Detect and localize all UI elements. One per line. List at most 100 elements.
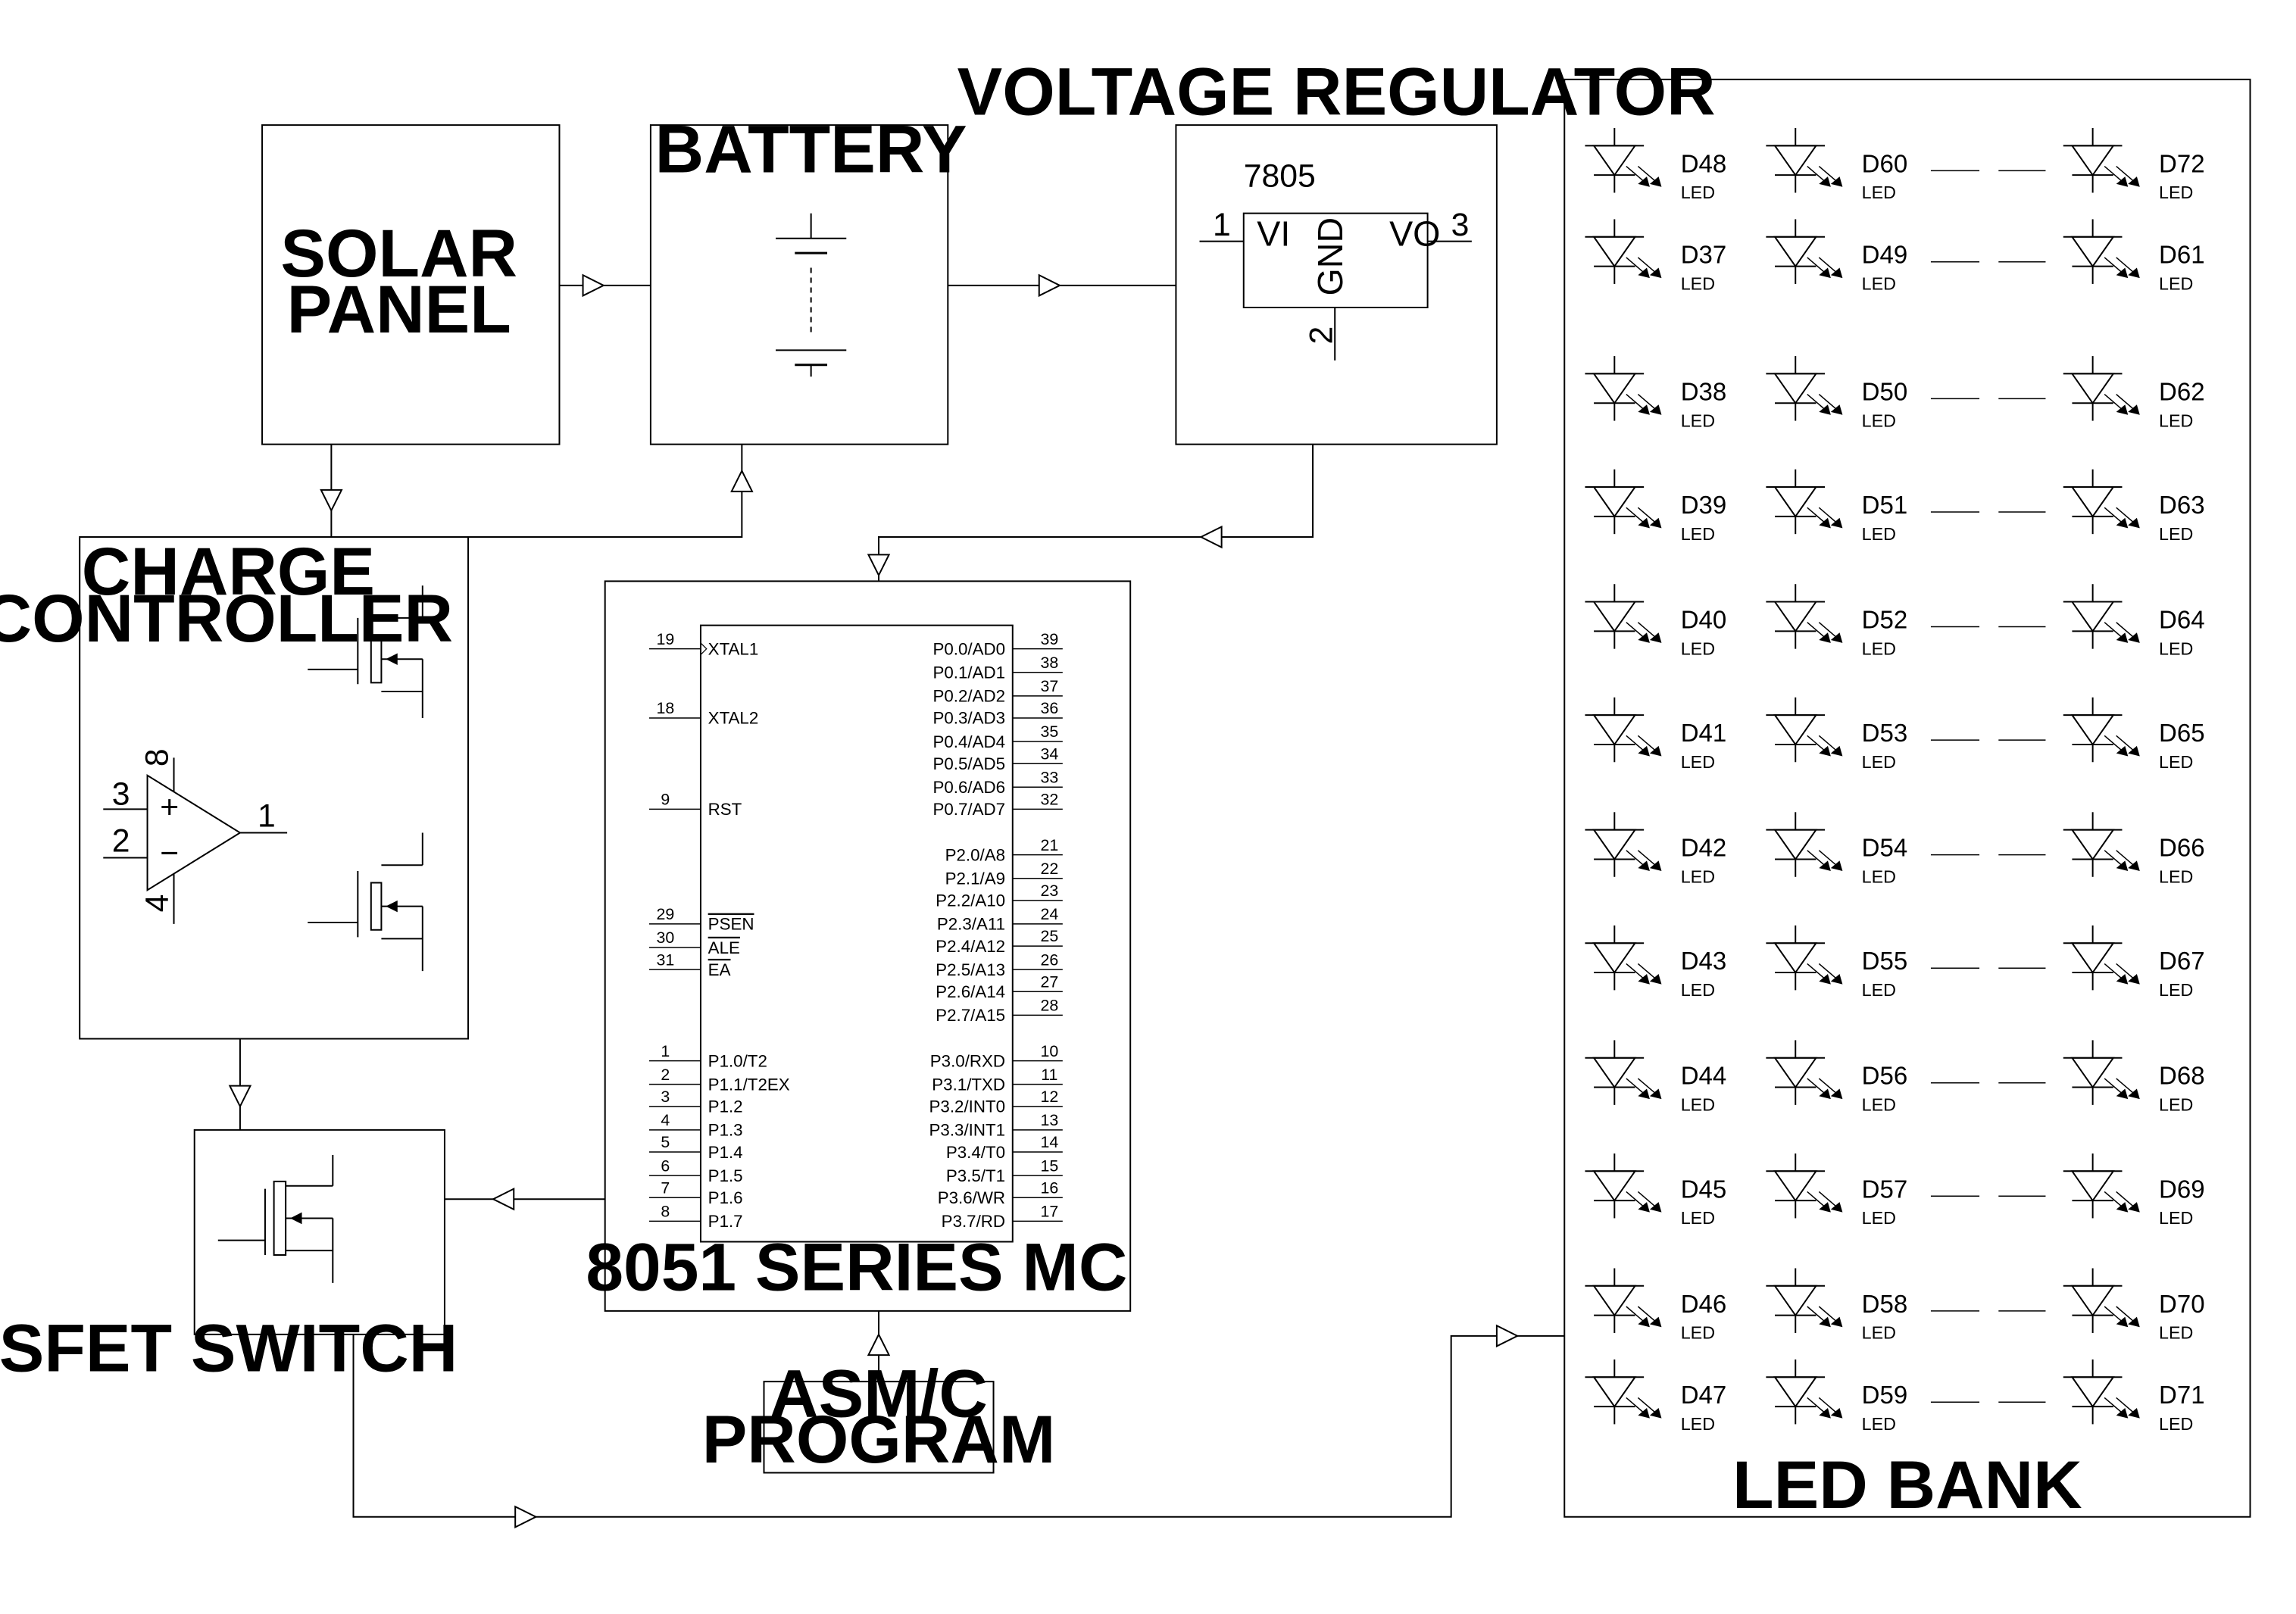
led-diode-icon (1585, 128, 1662, 192)
led-value: LED (2159, 638, 2193, 658)
mcu-pin-number: 10 (1040, 1042, 1058, 1060)
led-value: LED (1862, 867, 1896, 887)
arrow-switch-to-led-bottom (515, 1506, 536, 1527)
led-diode-icon (1585, 812, 1662, 876)
led-diode-icon (1585, 926, 1662, 990)
led-reference: D46 (1681, 1290, 1727, 1318)
led-diode-icon (2063, 470, 2140, 534)
led-reference: D71 (2159, 1381, 2205, 1409)
mcu-pin-name: P1.2 (708, 1097, 743, 1116)
arrow-solar-to-battery (583, 275, 604, 295)
mcu-pin-number: 18 (656, 699, 674, 717)
led-value: LED (1862, 638, 1896, 658)
led-value: LED (2159, 752, 2193, 772)
led-reference: D55 (1862, 947, 1908, 975)
mcu-pin-8: 8P1.7 (649, 1203, 743, 1231)
mcu-pin-name: P0.0/AD0 (932, 639, 1005, 658)
led-reference: D52 (1862, 605, 1908, 633)
mcu-pin-number: 34 (1040, 745, 1058, 763)
led-value: LED (1862, 274, 1896, 294)
led-reference: D41 (1681, 719, 1727, 747)
regulator-part-number: 7805 (1244, 158, 1316, 195)
mcu-pin-number: 36 (1040, 699, 1058, 717)
mcu-pin-name: P2.7/A15 (936, 1006, 1005, 1025)
mcu-pin-name: P1.4 (708, 1143, 743, 1162)
led-value: LED (2159, 1414, 2193, 1434)
led-value: LED (2159, 1323, 2193, 1343)
led-reference: D48 (1681, 149, 1727, 177)
led-reference: D61 (2159, 241, 2205, 269)
mcu-pin-name: P3.5/T1 (946, 1166, 1005, 1185)
regulator-vi-label: VI (1257, 214, 1290, 253)
led-value: LED (1681, 1095, 1715, 1115)
mcu-pin-number: 4 (661, 1111, 670, 1129)
mcu-pin-name: P1.6 (708, 1188, 743, 1207)
mcu-pin-number: 23 (1040, 882, 1058, 900)
mcu-pin-number: 3 (661, 1088, 670, 1106)
led-reference: D42 (1681, 834, 1727, 862)
mcu-pin-number: 16 (1040, 1179, 1058, 1197)
led-diode-icon (1766, 1154, 1843, 1218)
led-reference: D59 (1862, 1381, 1908, 1409)
mcu-pin-name: P0.1/AD1 (932, 663, 1005, 682)
led-diode-icon (1585, 1268, 1662, 1332)
mcu-pin-number: 32 (1040, 791, 1058, 809)
mcu-pin-2: 2P1.1/T2EX (649, 1066, 790, 1094)
mcu-pin-number: 25 (1040, 927, 1058, 945)
mcu-pin-number: 31 (656, 951, 674, 969)
led-reference: D39 (1681, 491, 1727, 519)
mcu-left-pins: 19XTAL118XTAL29RST29PSEN30ALE31EA1P1.0/T… (649, 630, 790, 1231)
led-diode-icon (2063, 1360, 2140, 1424)
mcu-pin-number: 39 (1040, 630, 1058, 648)
mcu-pin-number: 8 (661, 1203, 670, 1221)
mcu-pin-name: P2.5/A13 (936, 960, 1005, 979)
opamp-plus-sign: + (160, 789, 179, 826)
battery-block: BATTERY (651, 111, 967, 444)
arrow-solar-to-controller (321, 490, 342, 510)
led-value: LED (1862, 752, 1896, 772)
mcu-pin-number: 24 (1040, 905, 1058, 923)
mcu-pin-name: XTAL1 (708, 639, 759, 658)
led-reference: D54 (1862, 834, 1908, 862)
mcu-pin-number: 35 (1040, 723, 1058, 741)
led-reference: D40 (1681, 605, 1727, 633)
led-reference: D70 (2159, 1290, 2205, 1318)
led-diode-icon (2063, 1154, 2140, 1218)
led-value: LED (2159, 274, 2193, 294)
led-diode-icon (1766, 128, 1843, 192)
led-value: LED (2159, 980, 2193, 1000)
led-diode-icon (2063, 219, 2140, 283)
led-reference: D57 (1862, 1175, 1908, 1203)
led-diode-icon (1585, 1154, 1662, 1218)
regulator-pin-out-number: 3 (1451, 207, 1470, 243)
solar-panel-label-line1: SOLAR (280, 215, 517, 291)
led-diode-icon (2063, 698, 2140, 762)
mcu-pin-number: 33 (1040, 768, 1058, 786)
led-diode-icon (1585, 1040, 1662, 1104)
program-label-line2: PROGRAM (702, 1401, 1056, 1477)
program-block: ASM/C PROGRAM (702, 1356, 1056, 1477)
mcu-pin-name: XTAL2 (708, 709, 759, 728)
led-value: LED (1862, 183, 1896, 202)
led-diode-icon (1766, 1040, 1843, 1104)
mcu-pin-7: 7P1.6 (649, 1179, 743, 1207)
led-value: LED (1681, 1208, 1715, 1228)
